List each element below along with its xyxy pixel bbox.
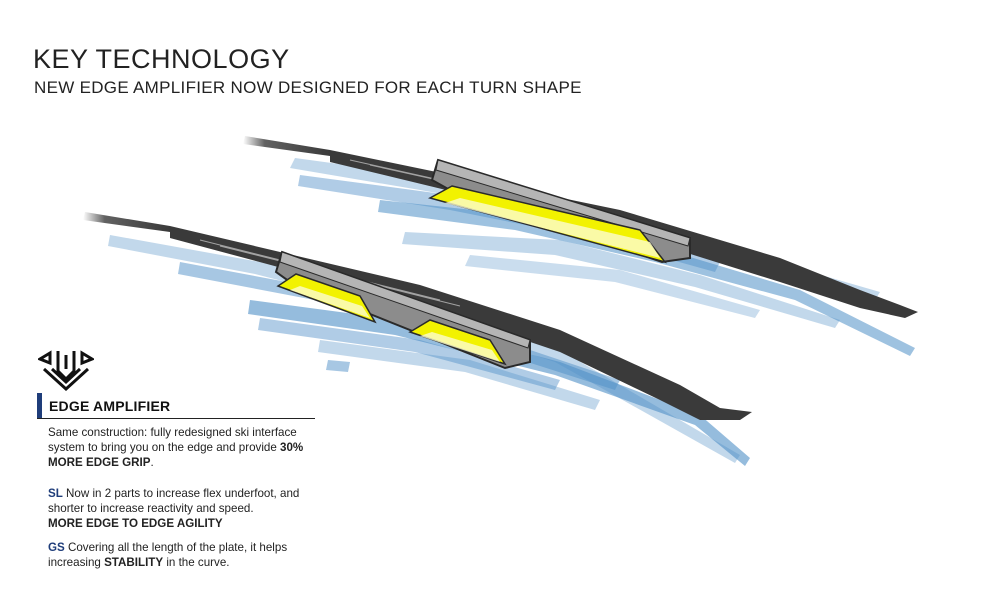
edge-amplifier-logo-icon <box>38 350 94 391</box>
gs-ski <box>243 136 918 356</box>
section-accent-bar <box>37 393 42 418</box>
intro-tail: . <box>150 456 154 469</box>
sl-text: Now in 2 parts to increase flex underfoo… <box>48 487 300 515</box>
page-subtitle: NEW EDGE AMPLIFIER NOW DESIGNED FOR EACH… <box>34 78 582 97</box>
sl-ski-blue-shadow <box>108 235 750 466</box>
gs-tail: in the curve. <box>163 556 230 569</box>
gs-ski-blue-shadow <box>290 158 915 356</box>
sl-plate <box>274 250 531 370</box>
sl-ski-tail-fade <box>83 212 170 232</box>
gs-emphasis: STABILITY <box>104 556 164 569</box>
intro-text: Same construction: fully redesigned ski … <box>48 426 297 454</box>
sl-tag: SL <box>48 487 63 500</box>
sl-ski <box>83 212 752 466</box>
section-title: EDGE AMPLIFIER <box>49 398 171 414</box>
sl-emphasis: MORE EDGE TO EDGE AGILITY <box>48 517 223 530</box>
gs-paragraph: GS Covering all the length of the plate,… <box>48 540 328 570</box>
intro-paragraph: Same construction: fully redesigned ski … <box>48 425 328 470</box>
gs-plate <box>428 158 691 264</box>
sl-paragraph: SL Now in 2 parts to increase flex under… <box>48 486 328 531</box>
section-header: EDGE AMPLIFIER <box>37 393 315 419</box>
page-title: KEY TECHNOLOGY <box>33 44 290 74</box>
gs-text: Covering all the length of the plate, it… <box>48 541 288 569</box>
gs-ski-tail-fade <box>243 136 330 156</box>
gs-tag: GS <box>48 541 65 554</box>
intro-emphasis: 30% MORE EDGE GRIP <box>48 441 304 469</box>
